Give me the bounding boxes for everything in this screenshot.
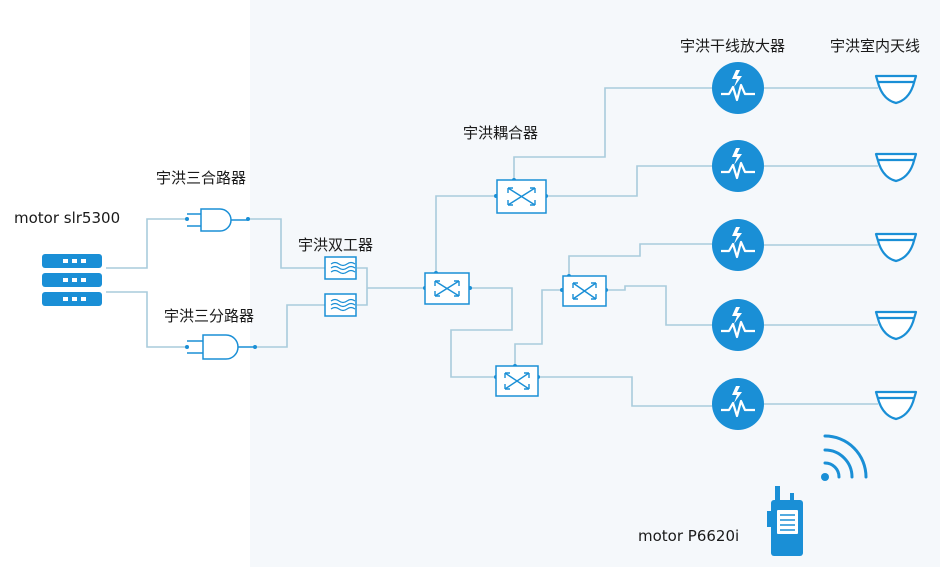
duplexer-label: 宇洪双工器 — [298, 236, 374, 254]
line-coupler2-amp1 — [513, 87, 712, 180]
duplexer-icon — [324, 256, 357, 317]
line-coupler4-amp4 — [606, 285, 712, 326]
connection-lines — [106, 87, 878, 407]
line-splitter-duplexer — [255, 304, 325, 348]
line-coupler1-coupler3 — [450, 287, 513, 378]
trunk-amplifier-label: 宇洪干线放大器 — [680, 37, 786, 55]
walkie-talkie-icon — [767, 486, 803, 556]
coupler-label: 宇洪耦合器 — [463, 124, 539, 142]
line-coupler3-coupler4 — [514, 289, 562, 366]
combiner-label: 宇洪三合路器 — [156, 169, 247, 187]
line-coupler1-coupler2 — [435, 195, 496, 273]
line-duplexer-join — [357, 267, 368, 306]
server-rack-icon — [42, 254, 102, 306]
wifi-signal-icon — [821, 434, 868, 481]
indoor-antenna-label: 宇洪室内天线 — [830, 37, 921, 55]
line-coupler2-amp2 — [546, 165, 712, 197]
line-coupler4-amp3 — [568, 243, 712, 276]
base-station-label: motor slr5300 — [14, 209, 121, 227]
line-coupler3-amp5 — [538, 376, 712, 407]
line-server-combiner — [106, 218, 187, 269]
amplifier-icon-2 — [710, 138, 766, 194]
coupler-1 — [424, 272, 470, 305]
amplifier-icon-5 — [710, 376, 766, 432]
amplifier-icon-3 — [710, 217, 766, 273]
handheld-radio-label: motor P6620i — [638, 527, 740, 545]
line-combiner-duplexer — [248, 218, 325, 269]
coupler-4 — [562, 275, 607, 307]
coupler-3 — [495, 365, 539, 397]
amplifier-icon-4 — [710, 297, 766, 353]
coupler-2 — [496, 179, 547, 214]
splitter-icon — [187, 334, 255, 360]
splitter-label: 宇洪三分路器 — [164, 307, 255, 325]
line-server-splitter — [106, 291, 187, 348]
combiner-icon — [187, 208, 248, 232]
amplifier-icon-1 — [710, 60, 766, 116]
